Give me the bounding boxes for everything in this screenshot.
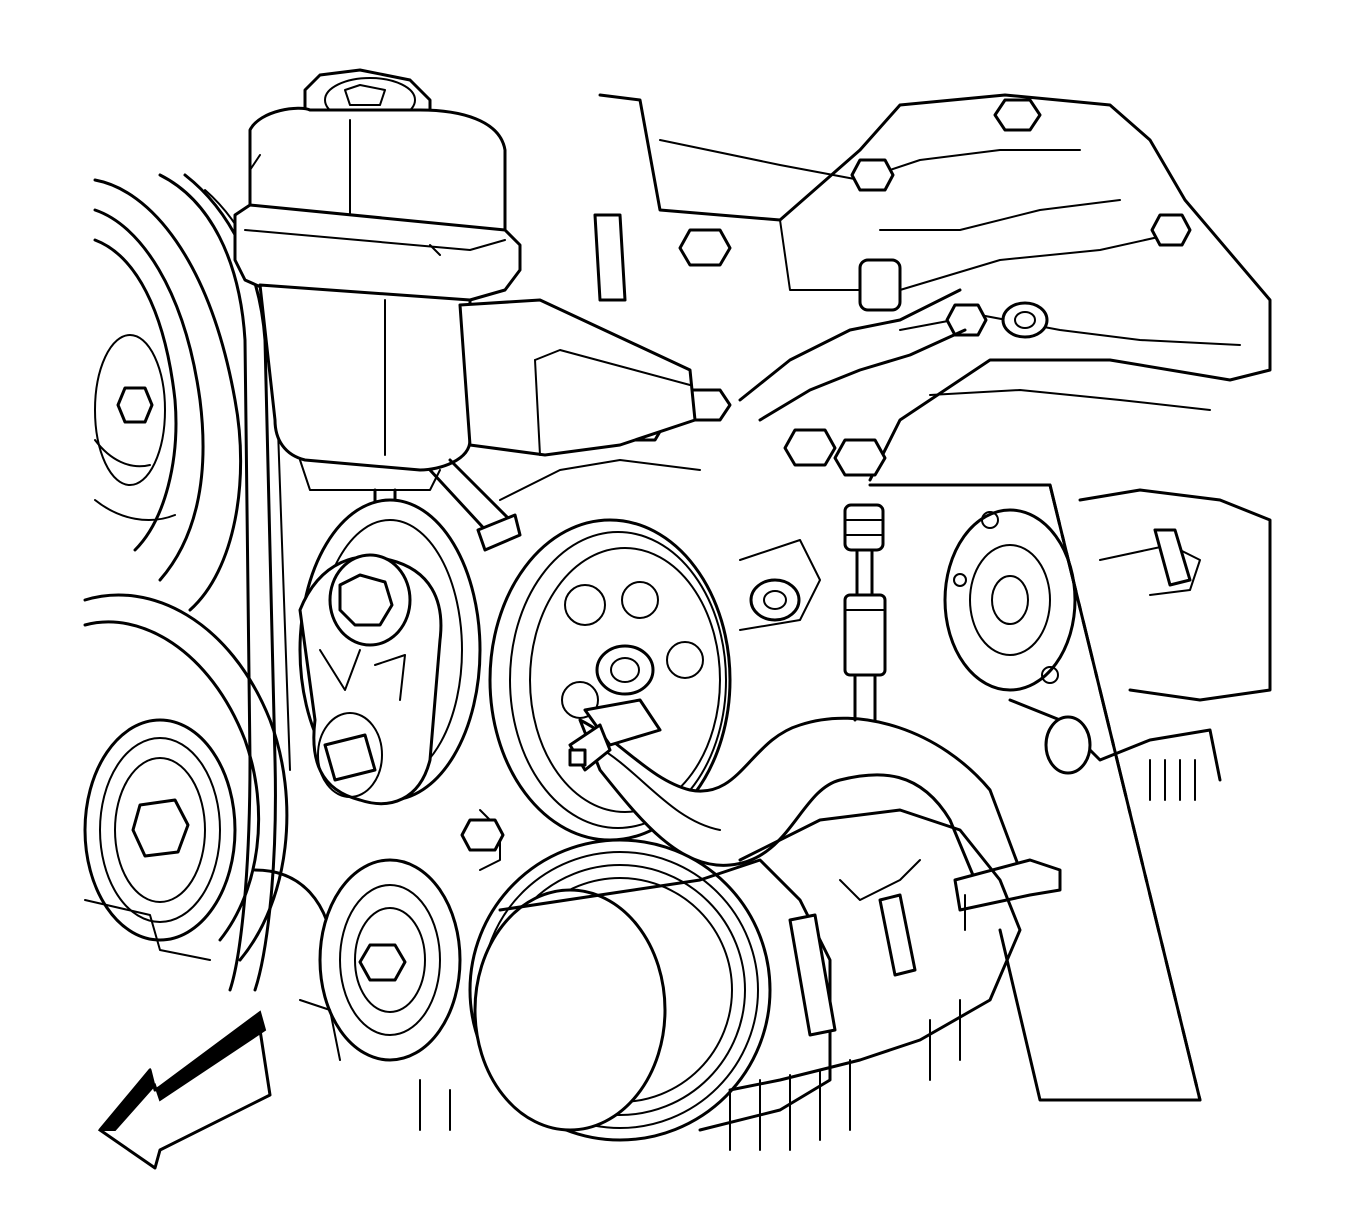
generator-pulley — [468, 838, 832, 1142]
direction-arrow-icon — [97, 1010, 272, 1170]
detail-callout-frame — [868, 483, 1202, 1102]
power-steering-pump-pulley — [488, 518, 732, 842]
generator-housing — [728, 808, 1022, 1151]
crankshaft-pulley — [93, 178, 243, 612]
misc-details — [299, 459, 821, 1131]
power-steering-reservoir — [233, 68, 697, 562]
belt-tensioner — [298, 498, 482, 806]
lower-left-pulley — [83, 593, 289, 962]
idler-pulley — [318, 858, 462, 1062]
engine-block-background — [593, 93, 1272, 801]
fuel-line-detail — [843, 503, 887, 722]
power-steering-hose — [568, 698, 1062, 931]
